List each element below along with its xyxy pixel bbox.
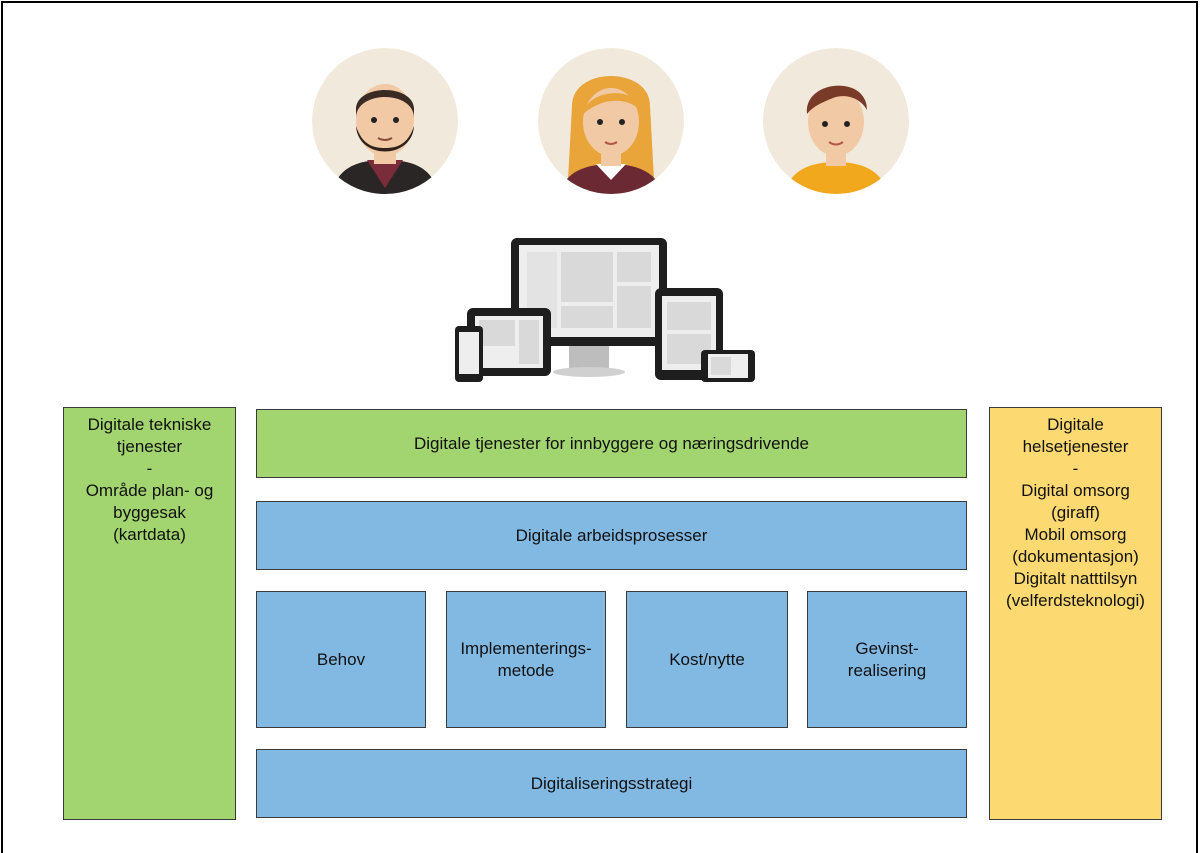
pillar-implementation-label-line2: metode [497, 660, 555, 680]
layer-digital-services-label: Digitale tjenester for innbyggere og nær… [413, 433, 809, 453]
right-panel-line: Mobil omsorg [1024, 525, 1127, 544]
right-panel-line: helsetjenester [1022, 437, 1129, 456]
pillar-benefit-realization-label-line2: realisering [847, 660, 927, 680]
right-panel-line: (dokumentasjon) [1012, 547, 1139, 566]
pillar-implementation-method: Implementerings- metode [446, 591, 606, 728]
left-panel-line: Område plan- og [85, 481, 214, 500]
right-panel-line: (giraff) [1051, 503, 1100, 522]
woman-avatar-icon [538, 48, 684, 194]
right-panel-digital-health-services: Digitale helsetjenester - Digital omsorg… [989, 407, 1162, 820]
layer-digitalization-strategy: Digitaliseringsstrategi [256, 749, 967, 818]
right-panel-line: Digitale [1047, 415, 1104, 434]
layer-digital-services: Digitale tjenester for innbyggere og nær… [256, 409, 967, 478]
pillar-benefit-realization: Gevinst- realisering [807, 591, 967, 728]
left-panel-line: Digitale tekniske [87, 415, 212, 434]
layer-digital-work-processes-label: Digitale arbeidsprosesser [515, 525, 708, 545]
pillar-implementation-label-line1: Implementerings- [460, 638, 592, 658]
left-panel-line: byggesak [113, 503, 186, 522]
left-panel-line: - [146, 459, 153, 478]
pillar-behov: Behov [256, 591, 426, 728]
left-panel-digital-technical-services: Digitale tekniske tjenester - Område pla… [63, 407, 236, 820]
left-panel-line: (kartdata) [113, 525, 186, 544]
right-panel-line: Digital omsorg [1021, 481, 1130, 500]
right-panel-line: - [1072, 459, 1079, 478]
right-panel-line: (velferdsteknologi) [1006, 591, 1145, 610]
left-panel-line: tjenester [116, 437, 183, 456]
layer-digitalization-strategy-label: Digitaliseringsstrategi [530, 773, 693, 793]
layer-digital-work-processes: Digitale arbeidsprosesser [256, 501, 967, 570]
responsive-devices-icon [449, 232, 765, 392]
young-man-avatar-icon [763, 48, 909, 194]
pillar-behov-label: Behov [316, 649, 366, 669]
right-panel-line: Digitalt natttilsyn [1013, 569, 1138, 588]
pillar-benefit-realization-label-line1: Gevinst- [855, 638, 919, 658]
bearded-man-avatar-icon [312, 48, 458, 194]
pillar-cost-benefit: Kost/nytte [626, 591, 788, 728]
pillar-cost-benefit-label: Kost/nytte [669, 649, 745, 669]
